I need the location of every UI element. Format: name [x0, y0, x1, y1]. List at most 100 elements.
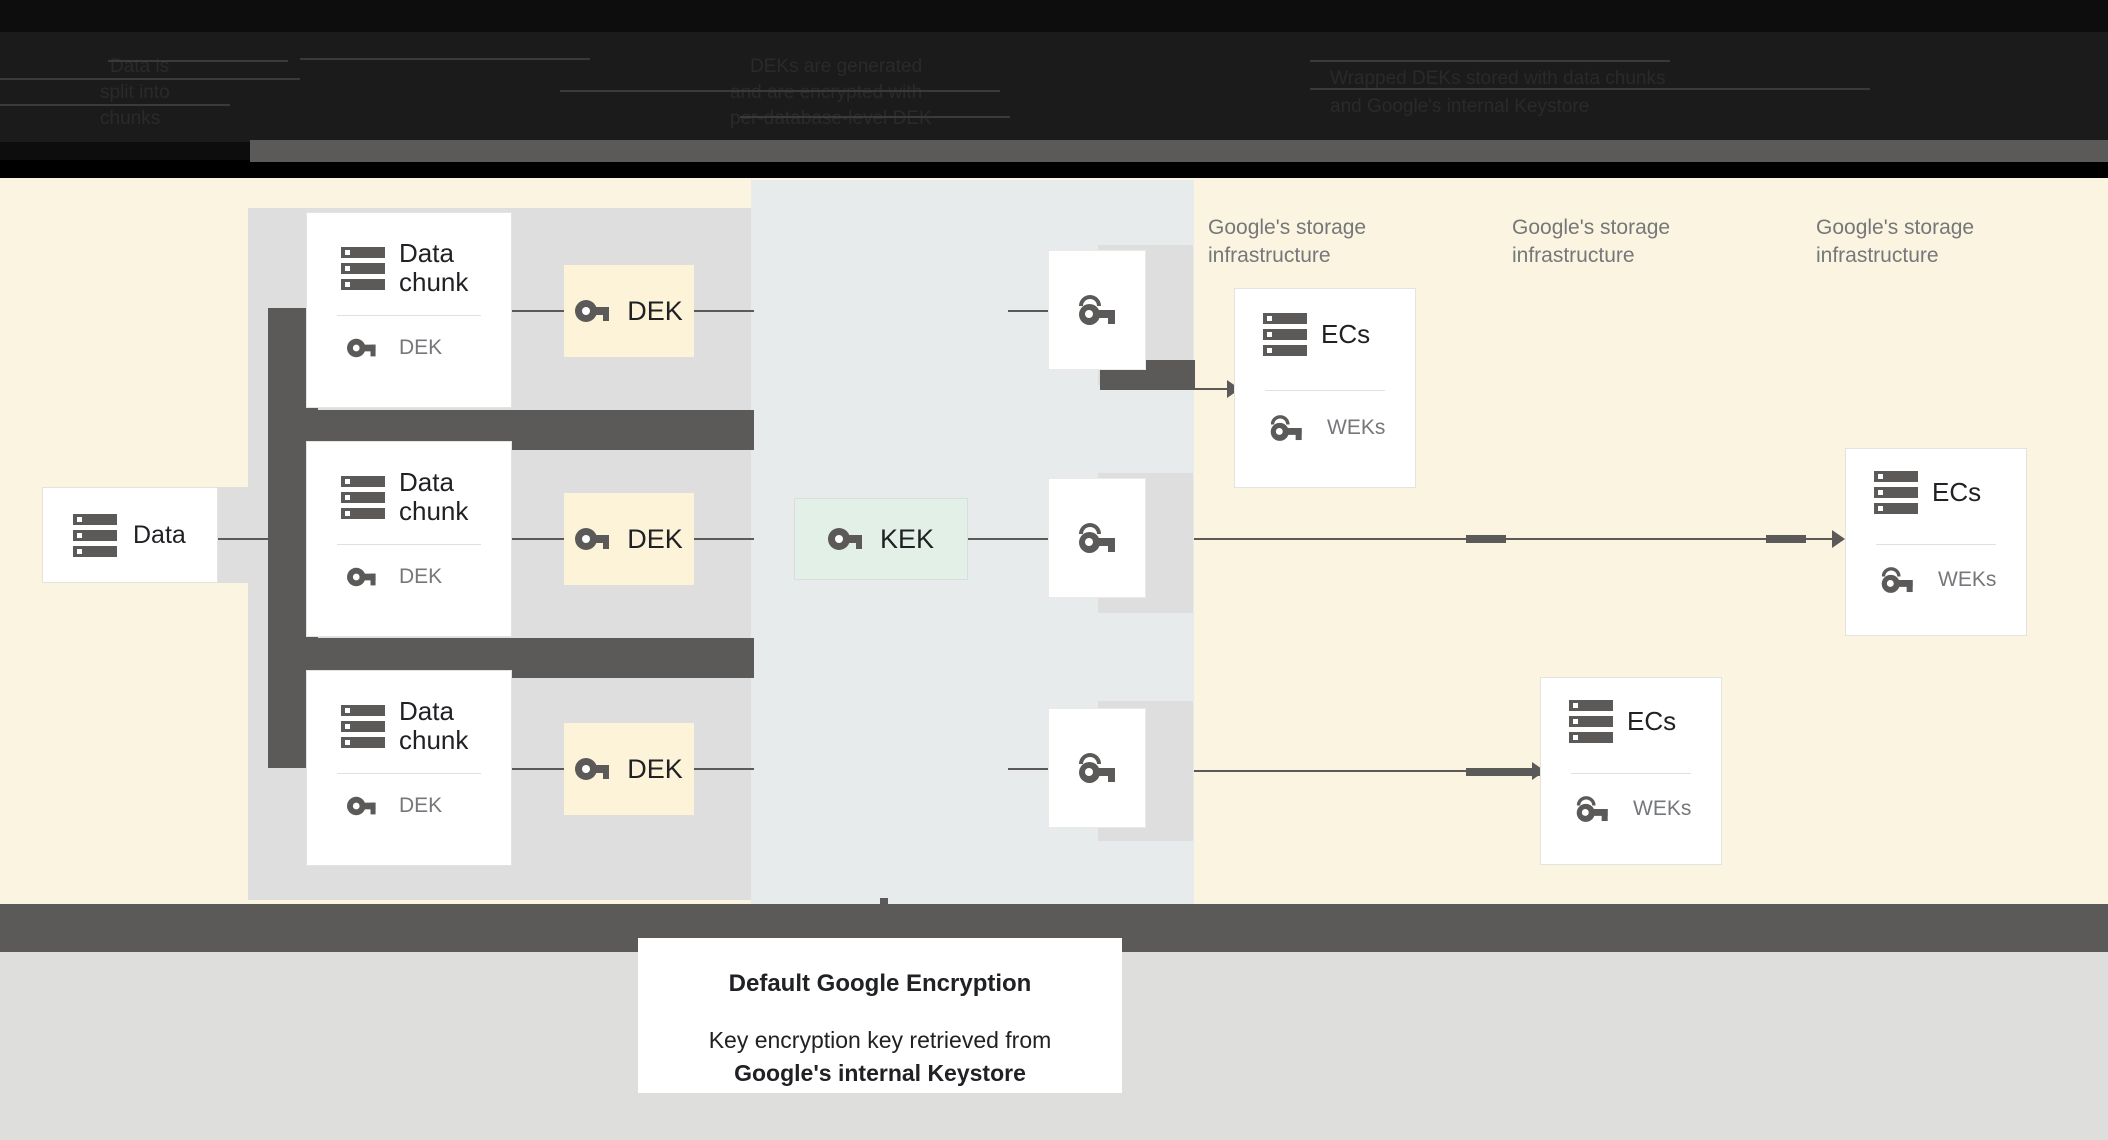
top-text-fragment-3: chunks — [100, 108, 161, 129]
connector-kek-to-wrappedkey2 — [968, 538, 1048, 540]
kek-box[interactable]: KEK — [794, 498, 968, 580]
kek-label: KEK — [879, 523, 935, 554]
storage-icon — [1569, 700, 1613, 743]
key-icon — [575, 300, 610, 322]
top-text-fragment-7: Wrapped DEKs stored with data chunks — [1330, 68, 1666, 89]
card-divider — [337, 773, 481, 775]
legend-body-bold: Google's internal Keystore — [734, 1059, 1026, 1086]
storage-icon — [341, 246, 385, 290]
card-divider — [1876, 544, 1996, 545]
key-icon — [347, 567, 376, 587]
ecs-key-row-1: WEKs — [1235, 391, 1415, 443]
chunk-key-label-3: DEK — [399, 794, 443, 818]
ecs-header-3: ECs — [1541, 678, 1721, 743]
chunk-header-1: Data chunk — [307, 213, 511, 297]
dek-label-1: DEK — [627, 295, 683, 326]
ecs-header-1: ECs — [1235, 289, 1415, 356]
wrapped-key-icon — [1077, 523, 1117, 553]
connector-dek1-right — [694, 310, 754, 312]
ecs-key-row-3: WEKs — [1541, 774, 1721, 824]
chunk-key-label-2: DEK — [399, 565, 443, 589]
key-icon — [347, 796, 376, 816]
connector-chunk1-to-dek1 — [512, 310, 564, 312]
storage-caption-2: Google's storage infrastructure — [1512, 216, 1671, 268]
ecs-title-3: ECs — [1627, 705, 1677, 736]
ecs-key-label-3: WEKs — [1633, 797, 1692, 820]
top-text-fragment-6: per-database-level DEK — [730, 108, 932, 129]
dek-box-1[interactable]: DEK — [564, 265, 694, 357]
wrapped-key-icon — [1880, 567, 1914, 593]
wrapped-key-icon — [1077, 295, 1117, 325]
wrapped-key-box-2[interactable] — [1048, 478, 1146, 598]
connector-chunk3-to-dek3 — [512, 768, 564, 770]
dek-label-3: DEK — [627, 753, 683, 784]
chunk-key-row-1: DEK — [307, 316, 511, 360]
chunk-key-row-2: DEK — [307, 545, 511, 589]
top-text-fragment-8: and Google's internal Keystore — [1330, 96, 1590, 117]
chunk-title-2: Data chunk — [399, 467, 469, 527]
legend-notch — [880, 898, 888, 914]
card-divider — [1571, 773, 1691, 774]
card-divider — [337, 315, 481, 317]
top-redaction-strip — [250, 140, 2108, 162]
data-chunk-card-2[interactable]: Data chunk DEK — [306, 441, 512, 637]
storage-icon — [341, 704, 385, 748]
ecs-card-3[interactable]: ECs WEKs — [1540, 677, 1722, 865]
data-chunk-card-1[interactable]: Data chunk DEK — [306, 212, 512, 408]
ecs-key-row-2: WEKs — [1846, 545, 2026, 595]
data-chunk-card-3[interactable]: Data chunk DEK — [306, 670, 512, 866]
storage-icon — [73, 513, 117, 557]
arrow-line-to-ecs-1 — [1163, 388, 1233, 390]
wrapped-key-box-1[interactable] — [1048, 250, 1146, 370]
ecs-header-2: ECs — [1846, 449, 2026, 514]
chunk-title-1: Data chunk — [399, 238, 469, 298]
arrow-head-to-ecs-2 — [1832, 530, 1845, 548]
legend-box: Default Google Encryption Key encryption… — [638, 938, 1122, 1093]
chunk-key-row-3: DEK — [307, 774, 511, 818]
arrow-thick-segment-3 — [1466, 768, 1546, 776]
chunk-key-label-1: DEK — [399, 336, 443, 360]
arrow-line-to-ecs-2 — [1194, 538, 1839, 540]
wrapped-key-box-3[interactable] — [1048, 708, 1146, 828]
ecs-card-1[interactable]: ECs WEKs — [1234, 288, 1416, 488]
connector-to-wrappedkey1 — [1008, 310, 1048, 312]
card-divider — [337, 544, 481, 546]
ecs-key-label-1: WEKs — [1327, 416, 1386, 439]
key-icon — [347, 338, 376, 358]
ecs-key-label-2: WEKs — [1938, 568, 1997, 591]
wrapped-key-icon — [1077, 753, 1117, 783]
chunk-header-3: Data chunk — [307, 671, 511, 755]
arrow-thick-segment-2a — [1466, 535, 1506, 543]
data-source-card[interactable]: Data — [42, 487, 218, 583]
top-text-fragment-5: and are encrypted with — [730, 82, 923, 103]
connector-data-to-chunks — [218, 538, 310, 540]
chunk-title-3: Data chunk — [399, 696, 469, 756]
ecs-title-1: ECs — [1321, 318, 1371, 349]
storage-icon — [1263, 313, 1307, 356]
storage-icon — [1874, 471, 1918, 514]
data-source-label: Data — [133, 521, 186, 549]
storage-icon — [341, 475, 385, 519]
key-icon — [827, 528, 862, 550]
wrapped-key-icon — [1575, 796, 1609, 822]
storage-caption-3: Google's storage infrastructure — [1816, 216, 1975, 268]
legend-body: Key encryption key retrieved from Google… — [638, 998, 1122, 1089]
connector-dek3-right — [694, 768, 754, 770]
arrow-thick-segment-2b — [1766, 535, 1806, 543]
top-text-fragment-4: DEKs are generated — [750, 56, 923, 77]
wrapped-key-icon — [1269, 415, 1303, 441]
key-icon — [575, 758, 610, 780]
connector-chunk2-to-dek2 — [512, 538, 564, 540]
dek-label-2: DEK — [627, 523, 683, 554]
arrow-line-to-ecs-3 — [1194, 770, 1539, 772]
dek-box-2[interactable]: DEK — [564, 493, 694, 585]
key-icon — [575, 528, 610, 550]
ecs-card-2[interactable]: ECs WEKs — [1845, 448, 2027, 636]
legend-heading: Default Google Encryption — [728, 970, 1032, 997]
connector-to-wrappedkey3 — [1008, 768, 1048, 770]
legend-body-plain: Key encryption key retrieved from — [708, 1027, 1052, 1053]
top-text-fragment-2: split into — [100, 82, 170, 103]
dek-box-3[interactable]: DEK — [564, 723, 694, 815]
connector-dek2-right — [694, 538, 754, 540]
